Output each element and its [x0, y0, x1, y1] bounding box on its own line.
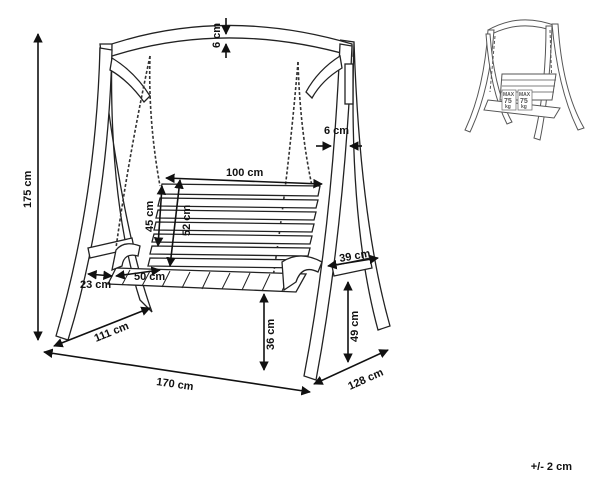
label-width-total: 170 cm: [156, 376, 195, 393]
weight-tag-1: MAX 75 kg: [501, 89, 517, 111]
svg-text:MAX: MAX: [503, 92, 515, 98]
svg-text:kg: kg: [521, 104, 527, 110]
thumbnail-preview: MAX 75 kg MAX 75 kg: [464, 19, 585, 141]
label-seat-height: 36 cm: [265, 319, 277, 350]
label-frame-top-thickness: 6 cm: [211, 23, 223, 48]
label-depth-total: 128 cm: [346, 367, 385, 393]
backrest: [147, 183, 321, 269]
svg-text:kg: kg: [505, 104, 511, 110]
svg-text:75: 75: [504, 98, 512, 105]
label-seat-depth: 50 cm: [134, 271, 165, 283]
label-armrest-height: 49 cm: [349, 311, 361, 342]
tolerance-note: +/- 2 cm: [530, 461, 572, 473]
label-armrest-depth: 39 cm: [338, 248, 371, 265]
armrest-left: [111, 243, 141, 272]
dimension-lines: [33, 18, 389, 396]
label-frame-post-thickness: 6 cm: [324, 125, 349, 137]
weight-tag-2: MAX 75 kg: [517, 89, 533, 111]
label-height-total: 175 cm: [22, 170, 34, 208]
label-armrest-width: 23 cm: [80, 279, 111, 291]
armrest-right: [281, 255, 323, 292]
svg-text:MAX: MAX: [519, 92, 531, 98]
label-backrest-height: 45 cm: [144, 201, 156, 232]
label-backrest-height-full: 52 cm: [181, 205, 193, 236]
svg-text:75: 75: [520, 98, 528, 105]
label-seat-width: 100 cm: [226, 167, 264, 179]
